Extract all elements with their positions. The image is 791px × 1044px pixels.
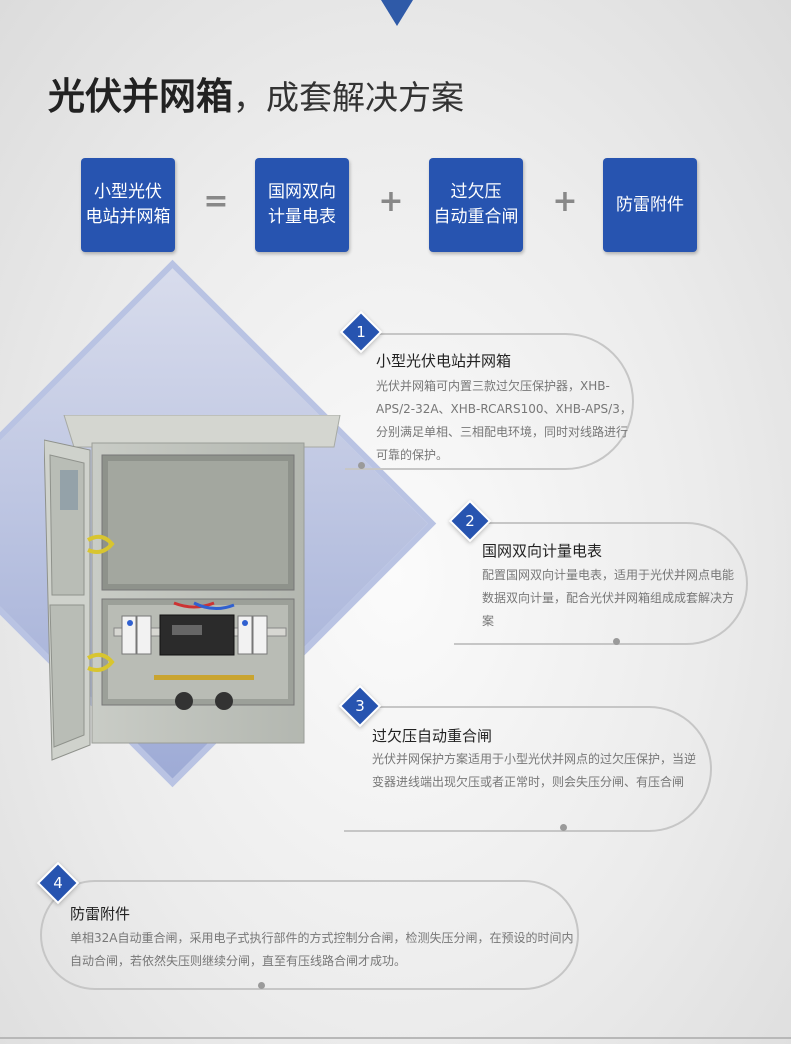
item-1-number-badge: 1 bbox=[342, 313, 380, 351]
item-1-frame bbox=[345, 333, 634, 470]
item-3-title: 过欠压自动重合闸 bbox=[372, 727, 493, 745]
title-bold: 光伏并网箱 bbox=[48, 75, 233, 118]
grid-box-cabinet-image bbox=[44, 415, 341, 761]
item-3-number-badge: 3 bbox=[341, 687, 379, 725]
item-4-number-badge: 4 bbox=[39, 864, 77, 902]
item-3-frame bbox=[344, 706, 712, 832]
item-3-dot bbox=[560, 824, 567, 831]
item-4-dot bbox=[258, 982, 265, 989]
page-title: 光伏并网箱，成套解决方案 bbox=[48, 66, 464, 118]
item-1-description: 光伏并网箱可内置三款过欠压保护器，XHB-APS/2-32A、XHB-RCARS… bbox=[376, 379, 632, 462]
title-light: ，成套解决方案 bbox=[233, 78, 464, 117]
item-2-dot bbox=[613, 638, 620, 645]
equals-sign: = bbox=[203, 184, 229, 219]
item-2-description: 配置国网双向计量电表，适用于光伏并网点电能数据双向计量，配合光伏并网箱组成成套解… bbox=[482, 568, 735, 628]
item-3-description: 光伏并网保护方案适用于小型光伏并网点的过欠压保护，当逆变器进线端出现欠压或者正常… bbox=[372, 752, 697, 789]
formula-box-lightning: 防雷附件 bbox=[603, 158, 697, 252]
item-2-title: 国网双向计量电表 bbox=[482, 542, 603, 560]
item-4-frame bbox=[40, 880, 579, 990]
item-1-title: 小型光伏电站并网箱 bbox=[376, 352, 512, 370]
item-1-dot bbox=[358, 462, 365, 469]
item-2-frame bbox=[454, 522, 748, 645]
plus-sign-1: + bbox=[378, 184, 404, 219]
formula-box-recloser: 过欠压 自动重合闸 bbox=[429, 158, 523, 252]
bottom-divider bbox=[0, 1037, 791, 1039]
item-2-number-badge: 2 bbox=[451, 502, 489, 540]
formula-box-station: 小型光伏 电站并网箱 bbox=[81, 158, 175, 252]
top-notch-marker bbox=[381, 0, 413, 26]
item-4-title: 防雷附件 bbox=[70, 905, 131, 923]
plus-sign-2: + bbox=[552, 184, 578, 219]
formula-box-meter: 国网双向 计量电表 bbox=[255, 158, 349, 252]
item-4-description: 单相32A自动重合闸，采用电子式执行部件的方式控制分合闸，检测失压分闸，在预设的… bbox=[70, 931, 574, 968]
